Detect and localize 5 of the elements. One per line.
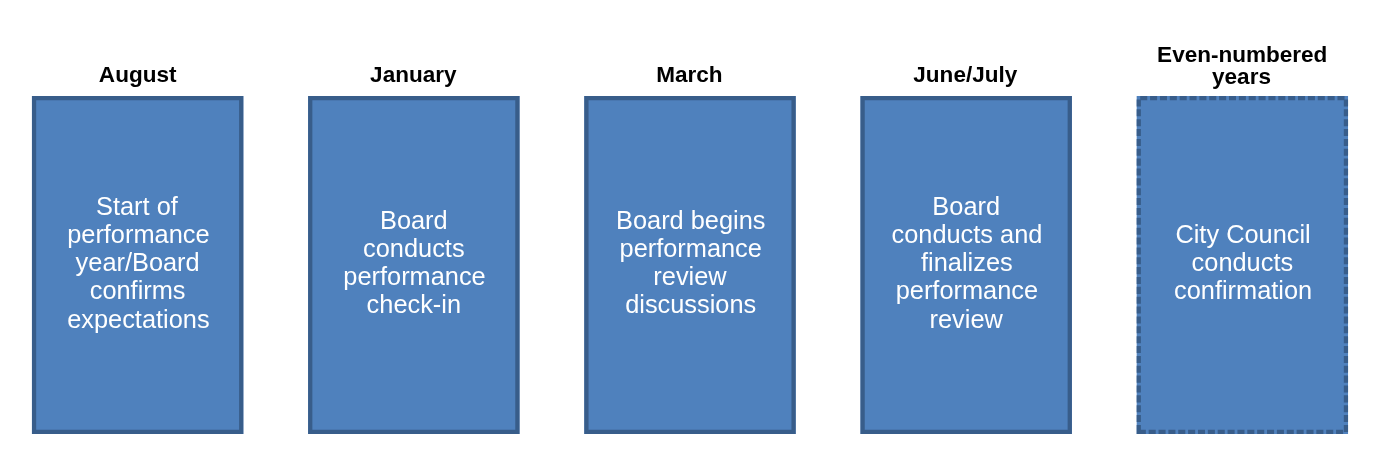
node-label: August [98,61,177,87]
node-label: January [370,61,457,87]
node-label: June/July [913,61,1018,87]
node-label: March [656,61,723,87]
node-label: Even-numbered years [1157,41,1328,89]
